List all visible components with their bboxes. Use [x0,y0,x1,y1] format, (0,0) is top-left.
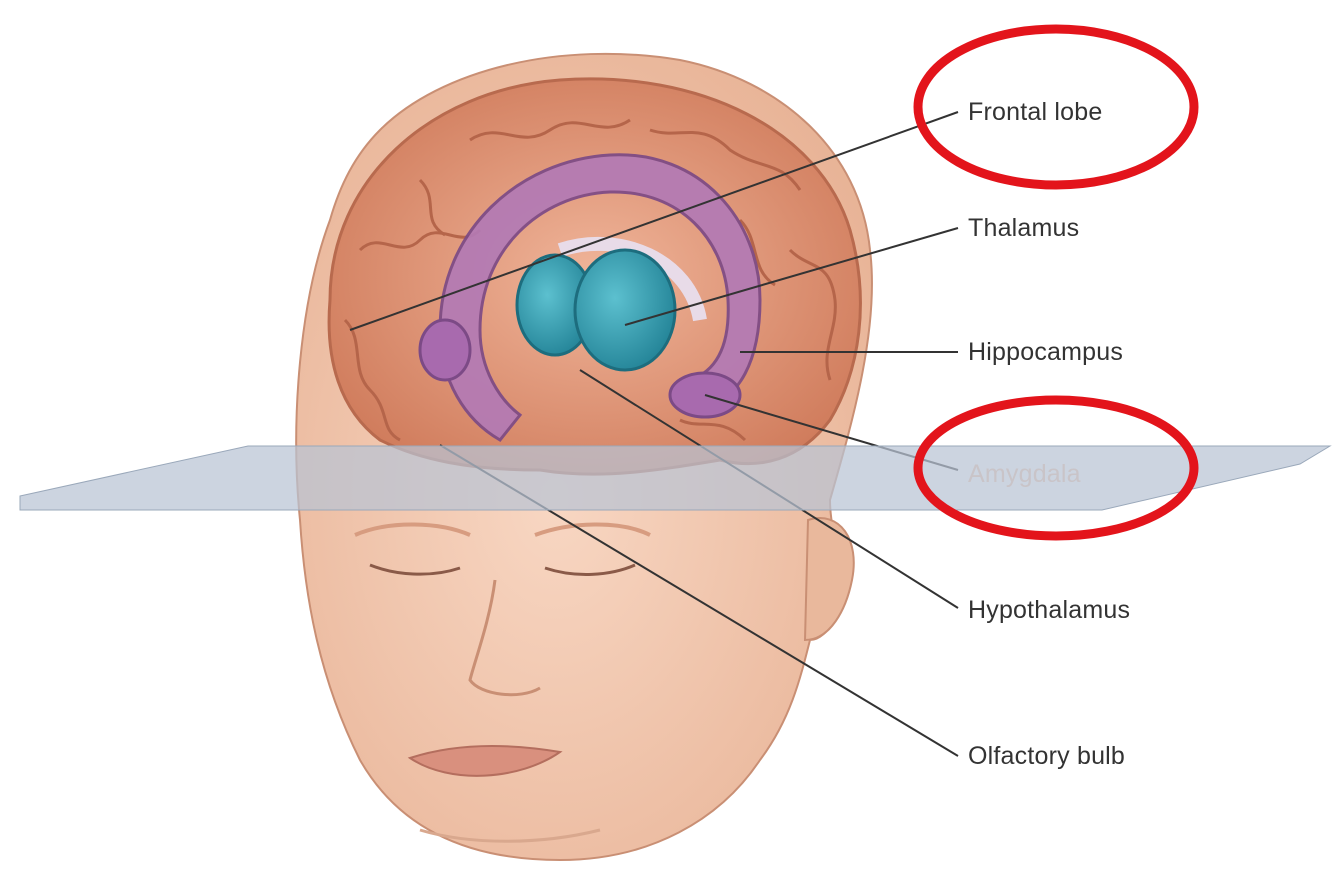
label-amygdala: Amygdala [968,460,1081,489]
thalamus-structure [517,250,675,370]
section-plane [20,446,1330,510]
amygdala-shape [420,320,470,380]
thalamus-right [575,250,675,370]
ear [805,518,854,640]
label-thalamus: Thalamus [968,214,1079,243]
label-olfactory-bulb: Olfactory bulb [968,742,1125,771]
label-frontal-lobe: Frontal lobe [968,98,1102,127]
label-hippocampus: Hippocampus [968,338,1123,367]
label-hypothalamus: Hypothalamus [968,596,1130,625]
